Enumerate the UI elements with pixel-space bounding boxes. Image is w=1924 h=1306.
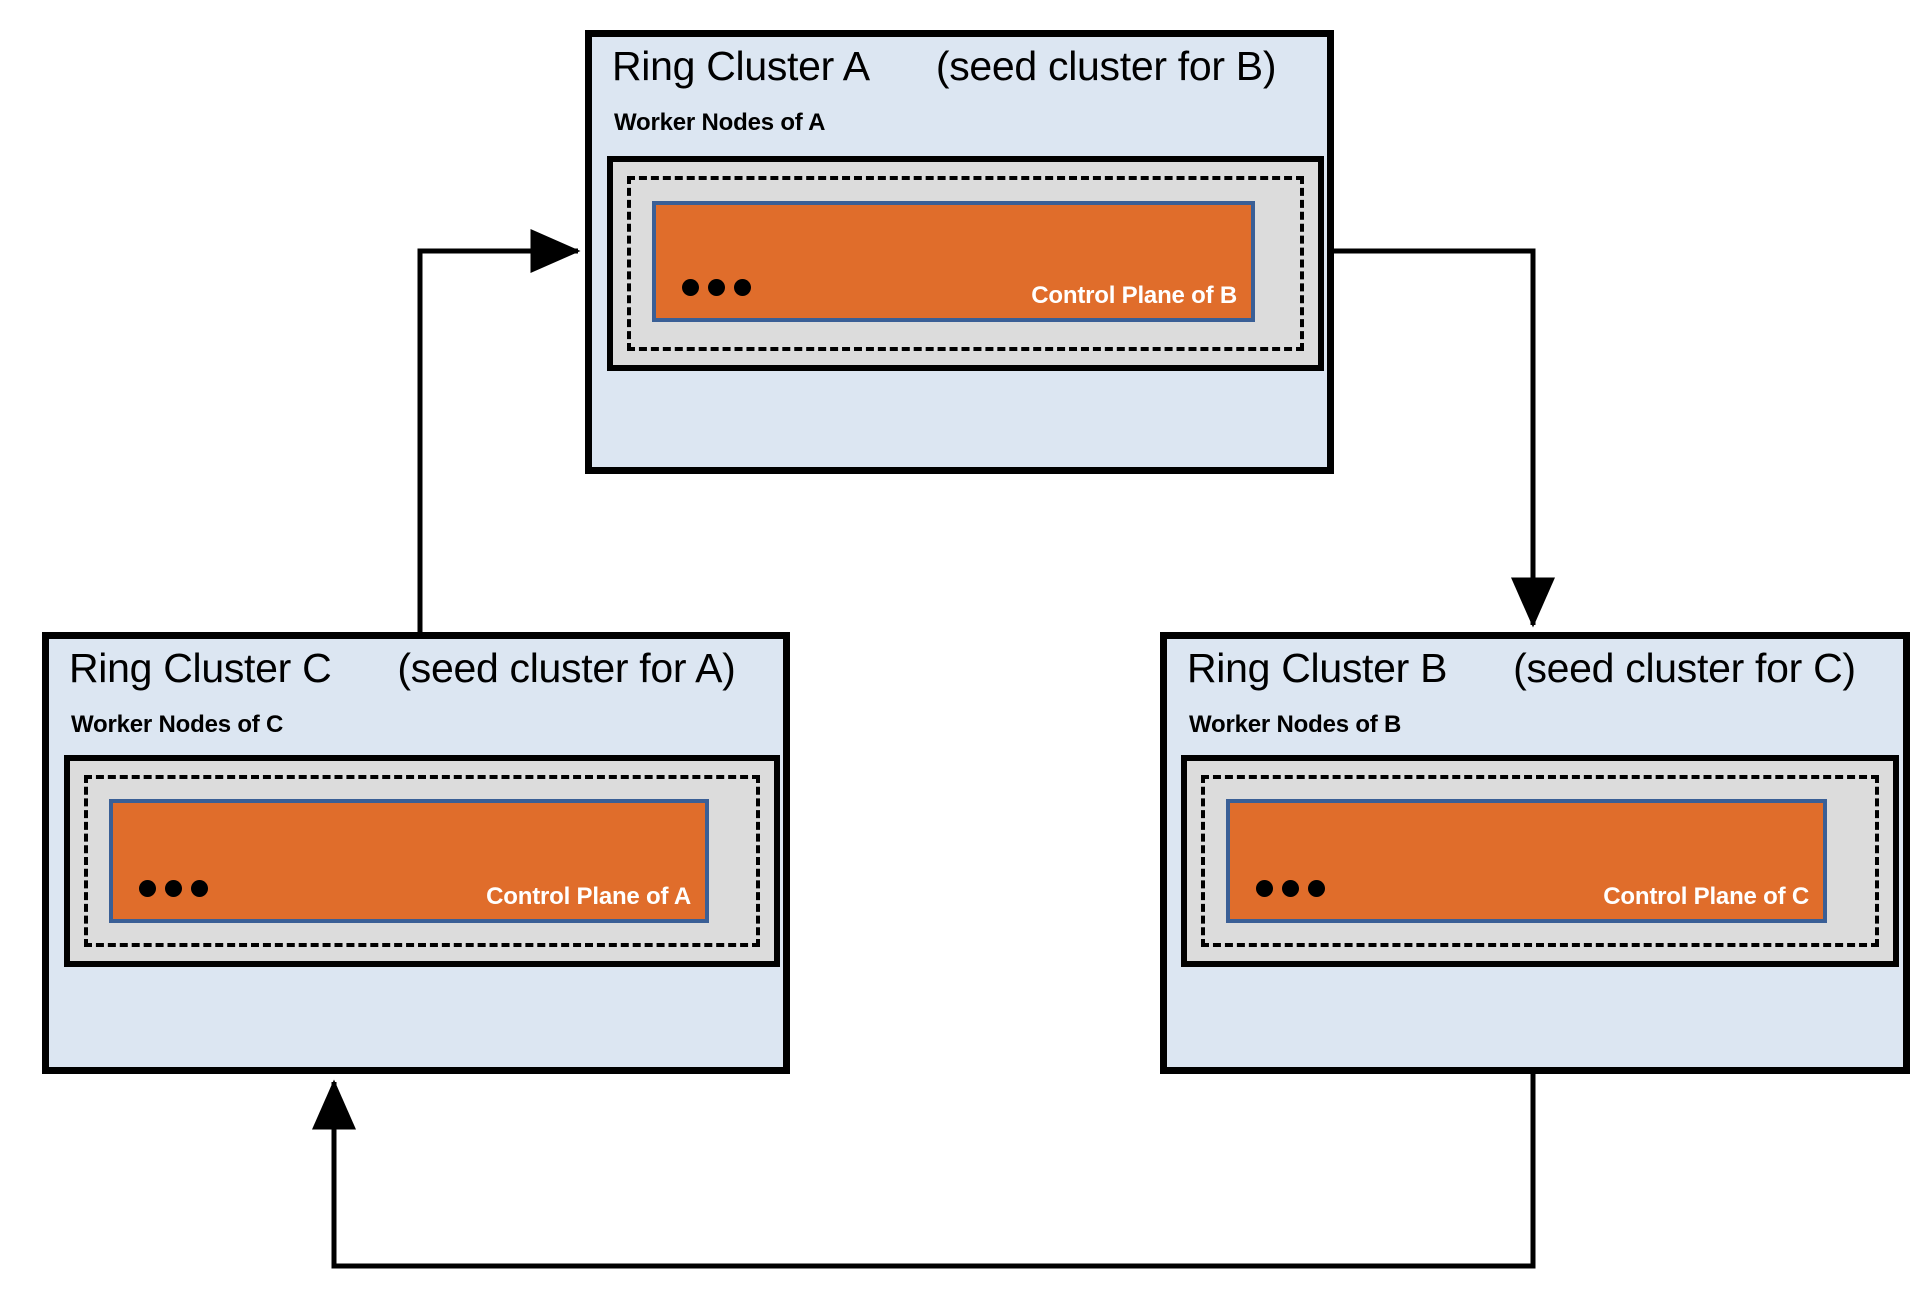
cluster-a-seed-note: (seed cluster for B) [935, 43, 1277, 89]
cluster-c-worker-label: Worker Nodes of C [71, 711, 284, 738]
cluster-b-name: Ring Cluster B [1187, 645, 1448, 691]
cluster-b-worker-dashed-boundary [1201, 775, 1879, 947]
cluster-a-worker-nodes-box[interactable]: Control Plane of B [607, 156, 1324, 371]
cluster-b-control-plane-box[interactable]: Control Plane of C [1226, 799, 1827, 923]
cluster-a-ellipsis-icon [682, 279, 751, 296]
arrow-c-to-a [417, 229, 581, 632]
cluster-a[interactable]: Ring Cluster A (seed cluster for B) Worke… [585, 30, 1334, 474]
cluster-b-worker-label: Worker Nodes of B [1189, 711, 1402, 738]
cluster-c[interactable]: Ring Cluster C (seed cluster for A) Worke… [42, 632, 790, 1074]
cluster-a-worker-dashed-boundary [627, 176, 1304, 351]
cluster-a-title: Ring Cluster A (seed cluster for B) [612, 43, 1277, 90]
cluster-a-worker-label: Worker Nodes of A [614, 109, 826, 136]
cluster-c-worker-nodes-box[interactable]: Control Plane of A [64, 755, 780, 967]
cluster-c-worker-dashed-boundary [84, 775, 760, 947]
cluster-a-control-plane-box[interactable]: Control Plane of B [652, 201, 1255, 322]
cluster-c-ellipsis-icon [139, 880, 208, 897]
cluster-a-name: Ring Cluster A [612, 43, 870, 89]
cluster-c-worker-slot: Control Plane of A [64, 755, 780, 967]
cluster-c-seed-note: (seed cluster for A) [397, 645, 736, 691]
cluster-b-worker-nodes-box[interactable]: Control Plane of C [1181, 755, 1899, 967]
arrow-b-to-c [312, 1074, 1536, 1269]
cluster-b-ellipsis-icon [1256, 880, 1325, 897]
cluster-c-control-plane-label: Control Plane of A [486, 883, 691, 910]
cluster-b-worker-slot: Control Plane of C [1181, 755, 1899, 967]
cluster-a-control-plane-label: Control Plane of B [1031, 282, 1237, 309]
cluster-c-control-plane-box[interactable]: Control Plane of A [109, 799, 709, 923]
cluster-b-control-plane-label: Control Plane of C [1603, 883, 1809, 910]
cluster-b-title: Ring Cluster B (seed cluster for C) [1187, 645, 1856, 692]
cluster-c-title: Ring Cluster C (seed cluster for A) [69, 645, 736, 692]
arrow-a-to-b [1334, 248, 1555, 628]
cluster-b[interactable]: Ring Cluster B (seed cluster for C) Worke… [1160, 632, 1910, 1074]
cluster-c-name: Ring Cluster C [69, 645, 332, 691]
cluster-b-seed-note: (seed cluster for C) [1513, 645, 1856, 691]
